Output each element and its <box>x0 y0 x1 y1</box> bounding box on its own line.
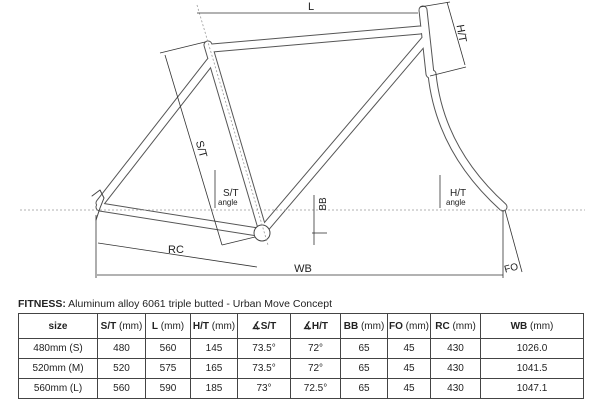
table-cell: 560 <box>145 338 191 359</box>
column-header: FO (mm) <box>387 313 431 339</box>
table-cell: 480mm (S) <box>18 338 98 359</box>
label-WB: WB <box>294 263 312 275</box>
label-FO: FO <box>503 261 519 275</box>
frame-geometry-diagram: L H/T S/T S/T angle H/T angle BB RC WB F… <box>20 1 585 278</box>
table-cell: 430 <box>430 338 481 359</box>
table-cell: 590 <box>145 378 191 399</box>
table-title: FITNESS: Aluminum alloy 6061 triple butt… <box>18 298 332 310</box>
label-RC: RC <box>168 244 184 256</box>
column-header: ∡S/T <box>237 313 291 339</box>
table-cell: 575 <box>145 358 191 379</box>
table-cell: 145 <box>190 338 238 359</box>
column-header: H/T (mm) <box>190 313 238 339</box>
label-angle: angle <box>218 198 238 207</box>
label-L: L <box>308 1 314 13</box>
table-cell: 1041.5 <box>480 358 584 379</box>
frame <box>91 5 508 242</box>
column-header: WB (mm) <box>480 313 584 339</box>
table-cell: 45 <box>387 358 431 379</box>
table-cell: 520mm (M) <box>18 358 98 379</box>
table-cell: 73° <box>237 378 291 399</box>
label-ST-angle: S/T <box>223 188 239 199</box>
table-cell: 560mm (L) <box>18 378 98 399</box>
table-cell: 45 <box>387 378 431 399</box>
table-cell: 165 <box>190 358 238 379</box>
label-HT: H/T <box>454 24 469 44</box>
table-cell: 65 <box>340 358 388 379</box>
label-ST: S/T <box>193 139 209 159</box>
rear-dropout <box>91 189 105 221</box>
table-cell: 520 <box>97 358 146 379</box>
table-cell: 430 <box>430 358 481 379</box>
table-cell: 560 <box>97 378 146 399</box>
column-header: S/T (mm) <box>97 313 146 339</box>
table-cell: 65 <box>340 378 388 399</box>
table-cell: 73.5° <box>237 338 291 359</box>
label-angle: angle <box>446 198 466 207</box>
table-cell: 72.5° <box>290 378 341 399</box>
column-header: L (mm) <box>145 313 191 339</box>
table-cell: 430 <box>430 378 481 399</box>
column-header: ∡H/T <box>290 313 341 339</box>
dimension-lines <box>20 1 585 278</box>
table-cell: 1026.0 <box>480 338 584 359</box>
table-cell: 72° <box>290 338 341 359</box>
column-header: RC (mm) <box>430 313 481 339</box>
table-cell: 65 <box>340 338 388 359</box>
table-cell: 72° <box>290 358 341 379</box>
table-cell: 73.5° <box>237 358 291 379</box>
table-cell: 185 <box>190 378 238 399</box>
bottom-bracket <box>253 224 271 242</box>
column-header: size <box>18 313 98 339</box>
table-cell: 1047.1 <box>480 378 584 399</box>
label-BB: BB <box>318 197 329 211</box>
table-cell: 45 <box>387 338 431 359</box>
label-HT-angle: H/T <box>450 188 466 199</box>
column-header: BB (mm) <box>340 313 388 339</box>
table-cell: 480 <box>97 338 146 359</box>
